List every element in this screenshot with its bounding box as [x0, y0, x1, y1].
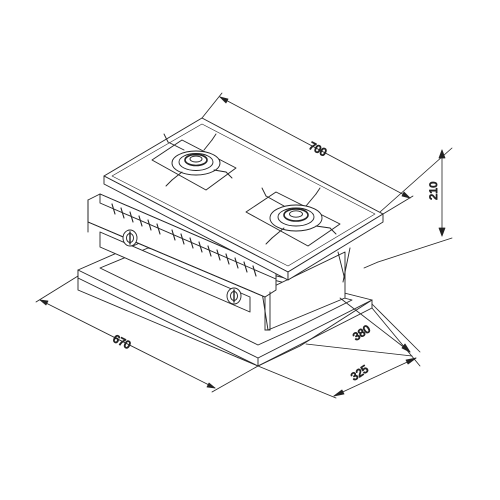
- label-210: 210: [428, 182, 440, 200]
- label-670: 670: [111, 333, 133, 352]
- left-burner: [151, 133, 237, 191]
- dimension-700: [201, 92, 414, 215]
- dimension-380: [305, 297, 421, 357]
- vent-slots: [111, 203, 257, 277]
- right-knob: [226, 287, 242, 305]
- cooktop-body: [261, 247, 351, 331]
- dimension-210: [363, 147, 453, 269]
- front-panel: [87, 193, 277, 331]
- label-380: 380: [351, 323, 373, 343]
- label-700: 700: [307, 140, 329, 159]
- dimension-325: [257, 307, 421, 399]
- right-burner: [245, 187, 341, 247]
- dimension-670: [35, 275, 259, 393]
- left-knob: [122, 229, 138, 247]
